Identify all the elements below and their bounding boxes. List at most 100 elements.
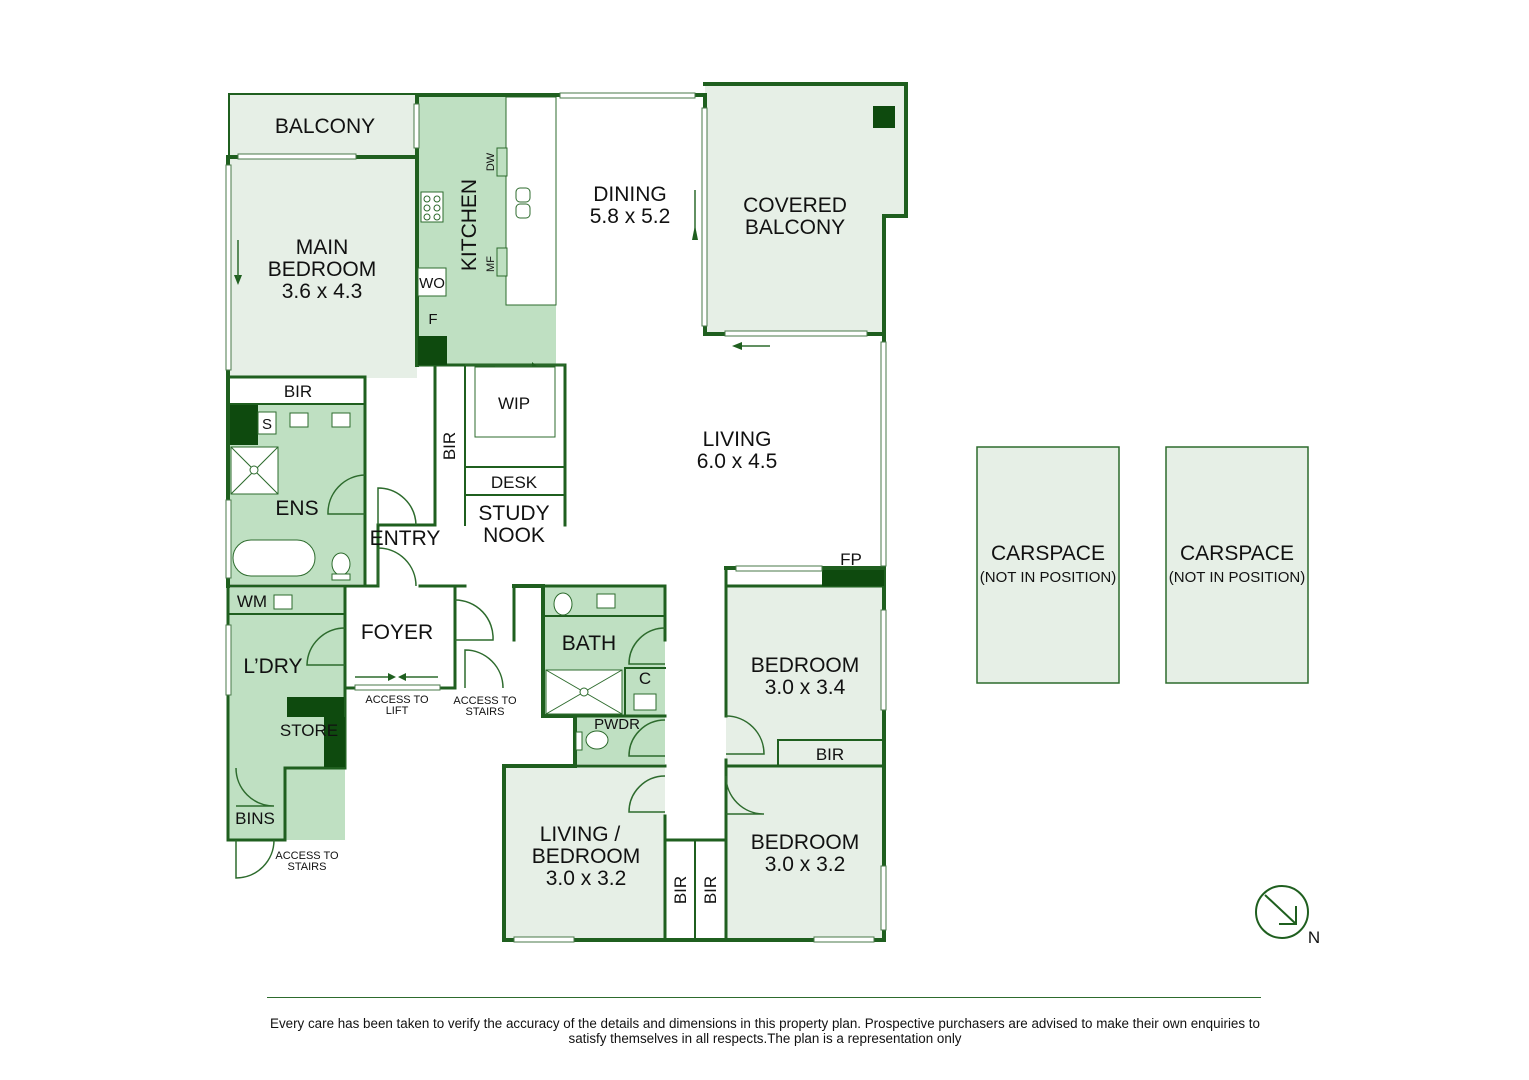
- window: [413, 103, 420, 149]
- door-swing: [628, 775, 666, 813]
- door-swing: [454, 599, 494, 641]
- door-swing: [464, 649, 504, 689]
- wip-label: WIP: [498, 394, 530, 413]
- carspace-2-label: CARSPACE: [1180, 542, 1294, 565]
- bir-main-area: [230, 378, 365, 404]
- solid-blocks: [230, 106, 895, 767]
- bath-label: BATH: [562, 632, 616, 655]
- toilet-icon: [553, 592, 573, 616]
- access-to-stairs-label: STAIRS: [288, 861, 327, 873]
- ensuite-shelf-block: [230, 405, 258, 445]
- basin-icon: [633, 693, 657, 711]
- sink-icon: [515, 187, 531, 203]
- fridge-block: [418, 336, 447, 365]
- bedroom-a-label: BEDROOM: [751, 654, 860, 677]
- window: [880, 865, 887, 931]
- door-swing: [377, 547, 417, 587]
- store-block-2: [324, 717, 345, 767]
- access-to-stairs-label: STAIRS: [466, 706, 505, 718]
- cupboard-label: C: [639, 669, 651, 688]
- covered-balcony-label: BALCONY: [745, 216, 845, 239]
- microwave-icon: [496, 247, 508, 277]
- washing-machine-icon: [273, 594, 293, 610]
- kitchen-island: [505, 96, 557, 306]
- balcony-area: [229, 95, 416, 155]
- foyer-label: FOYER: [361, 621, 433, 644]
- dining-label: DINING: [593, 183, 667, 206]
- study-nook-label: NOOK: [483, 524, 545, 547]
- balcony-label: BALCONY: [275, 115, 375, 138]
- ensuite-label: ENS: [275, 497, 318, 520]
- main-bedroom-area: [229, 157, 417, 378]
- north-label: N: [1308, 928, 1320, 947]
- window: [880, 609, 887, 711]
- laundry-label: L’DRY: [243, 655, 302, 678]
- dishwasher-label: DW: [485, 152, 497, 171]
- footer-divider: [267, 997, 1261, 998]
- s-label: S: [262, 416, 272, 433]
- living-size: 6.0 x 4.5: [697, 450, 778, 473]
- access-to-stairs-label: ACCESS TO: [275, 850, 339, 862]
- bir-main-label: BIR: [284, 382, 312, 401]
- basin-icon: [596, 593, 616, 609]
- s-box: [257, 411, 277, 435]
- bir-bedroom-a-label: BIR: [816, 745, 844, 764]
- window: [225, 164, 232, 371]
- wall-oven-label: WO: [419, 275, 445, 292]
- door-swing: [725, 715, 765, 755]
- carspace-2-note: (NOT IN POSITION): [1169, 569, 1305, 586]
- microwave-label: MF: [485, 256, 497, 272]
- window: [354, 684, 441, 691]
- window: [559, 92, 696, 99]
- entry-label: ENTRY: [370, 527, 441, 550]
- study-nook-label: STUDY: [478, 502, 549, 525]
- living-label: LIVING: [703, 428, 772, 451]
- fixtures: [230, 147, 657, 751]
- access-to-stairs-label: ACCESS TO: [453, 695, 517, 707]
- powder-label: PWDR: [594, 716, 640, 733]
- door-swing: [306, 627, 346, 666]
- bathtub-icon: [232, 539, 316, 577]
- main-bedroom-label: MAIN: [296, 236, 349, 259]
- basin-icon: [331, 412, 351, 428]
- dining-size: 5.8 x 5.2: [590, 205, 671, 228]
- kitchen-label: KITCHEN: [458, 179, 481, 271]
- window: [880, 341, 887, 567]
- bedroom-b-area: [726, 766, 883, 938]
- window: [513, 936, 575, 943]
- carspace-1-note: (NOT IN POSITION): [980, 569, 1116, 586]
- covered-balcony-label: COVERED: [743, 194, 847, 217]
- bedroom-a-area: [726, 586, 883, 766]
- window: [225, 624, 232, 696]
- window: [225, 499, 232, 579]
- bedroom-a-size: 3.0 x 3.4: [765, 676, 846, 699]
- bins-label: BINS: [235, 809, 275, 828]
- wall-oven-icon: [417, 267, 447, 297]
- desk-label: DESK: [491, 473, 538, 492]
- door-swing: [725, 775, 765, 815]
- fireplace-label: FP: [840, 550, 862, 569]
- main-bedroom-size: 3.6 x 4.3: [282, 280, 363, 303]
- door-swing: [628, 627, 666, 665]
- bedroom-b-label: BEDROOM: [751, 831, 860, 854]
- door-swing: [327, 474, 366, 515]
- living-bedroom-label: LIVING /: [540, 823, 621, 846]
- dishwasher-icon: [496, 147, 508, 177]
- living-bedroom-label: BEDROOM: [532, 845, 641, 868]
- toilet-icon: [585, 730, 609, 750]
- washing-machine-label: WM: [237, 592, 267, 611]
- living-bedroom-area: [504, 766, 665, 938]
- access-to-lift-label: LIFT: [386, 705, 409, 717]
- window: [701, 107, 708, 327]
- window: [735, 565, 823, 572]
- sink-icon: [515, 203, 531, 219]
- door-swing: [235, 839, 275, 879]
- bir-lb-label: BIR: [671, 876, 690, 904]
- store-label: STORE: [280, 721, 338, 740]
- fridge-label: F: [428, 311, 437, 328]
- labels: BALCONY MAIN BEDROOM 3.6 x 4.3 KITCHEN D…: [235, 115, 1305, 904]
- access-to-lift-label: ACCESS TO: [365, 694, 429, 706]
- disclaimer-text: Every care has been taken to verify the …: [270, 1016, 1260, 1046]
- flue-block: [873, 106, 895, 128]
